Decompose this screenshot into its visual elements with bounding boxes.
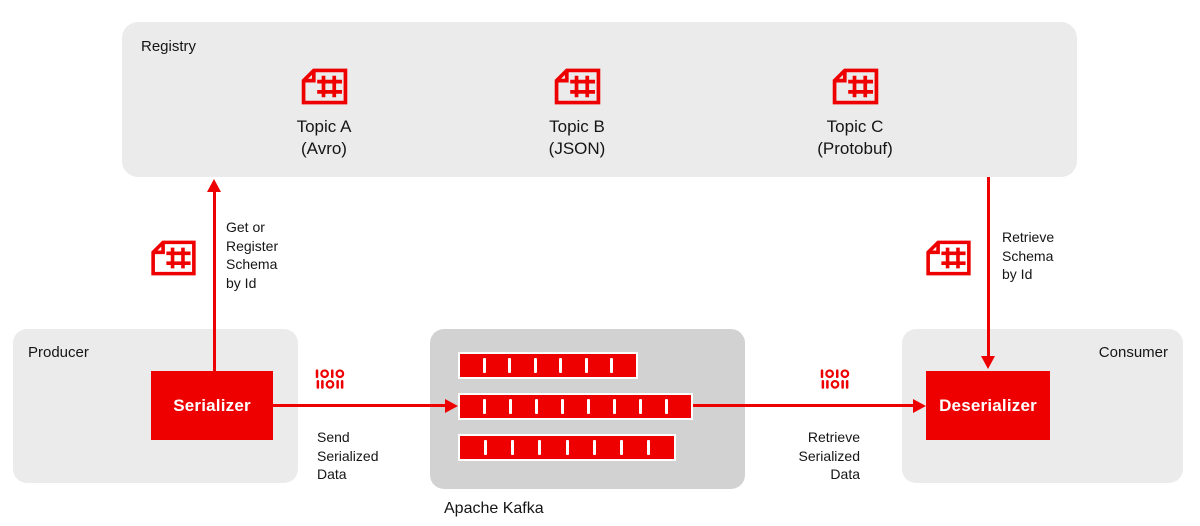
topic-b: Topic B (JSON) <box>492 68 662 160</box>
arrow-line-serializer-to-kafka <box>273 403 446 407</box>
topic-name: Topic B <box>549 117 605 136</box>
retrieve-data-label: Retrieve Serialized Data <box>798 429 860 482</box>
registry-panel: Registry Topic A (Avro) Topic B (JSON) <box>122 22 1077 177</box>
arrowhead-right-icon <box>913 398 926 413</box>
kafka-topic-bar <box>458 393 693 420</box>
registry-label: Registry <box>141 38 197 55</box>
kafka-topic-bar <box>458 434 676 461</box>
arrowhead-up-icon <box>206 179 221 192</box>
kafka-topic-bar <box>458 352 638 379</box>
retrieve-schema-label: Retrieve Schema by Id <box>1002 229 1055 282</box>
topic-name: Topic A <box>296 117 352 136</box>
consumer-label: Consumer <box>1098 344 1168 361</box>
binary-data-icon <box>820 369 850 394</box>
binary-data-icon <box>315 369 345 394</box>
kafka-panel <box>430 329 745 489</box>
producer-label: Producer <box>28 344 89 361</box>
schema-document-icon <box>151 240 196 276</box>
retrieve-schema-icon <box>925 240 972 276</box>
serializer-box: Serializer <box>151 371 273 440</box>
topic-format: (Protobuf) <box>817 139 893 158</box>
topic-format: (JSON) <box>548 139 606 158</box>
get-register-schema-icon <box>150 240 197 276</box>
kafka-caption: Apache Kafka <box>444 500 544 517</box>
arrowhead-down-icon <box>980 356 995 369</box>
arrow-line-kafka-to-deserializer <box>693 403 914 407</box>
topic-c: Topic C (Protobuf) <box>770 68 940 160</box>
arrow-line-serializer-to-registry <box>212 190 216 371</box>
topic-a: Topic A (Avro) <box>239 68 409 160</box>
arrow-line-registry-to-deserializer <box>986 177 990 357</box>
get-or-register-label: Get or Register Schema by Id <box>226 219 279 291</box>
schema-document-icon <box>554 68 600 105</box>
schema-document-icon <box>832 68 878 105</box>
topic-format: (Avro) <box>301 139 347 158</box>
consumer-panel: Consumer Deserializer <box>902 329 1183 483</box>
schema-document-icon <box>926 240 971 276</box>
producer-panel: Producer Serializer <box>13 329 298 483</box>
schema-document-icon <box>301 68 347 105</box>
send-data-label: Send Serialized Data <box>317 429 379 482</box>
topic-name: Topic C <box>826 117 884 136</box>
deserializer-box: Deserializer <box>926 371 1050 440</box>
arrowhead-right-icon <box>445 398 458 413</box>
